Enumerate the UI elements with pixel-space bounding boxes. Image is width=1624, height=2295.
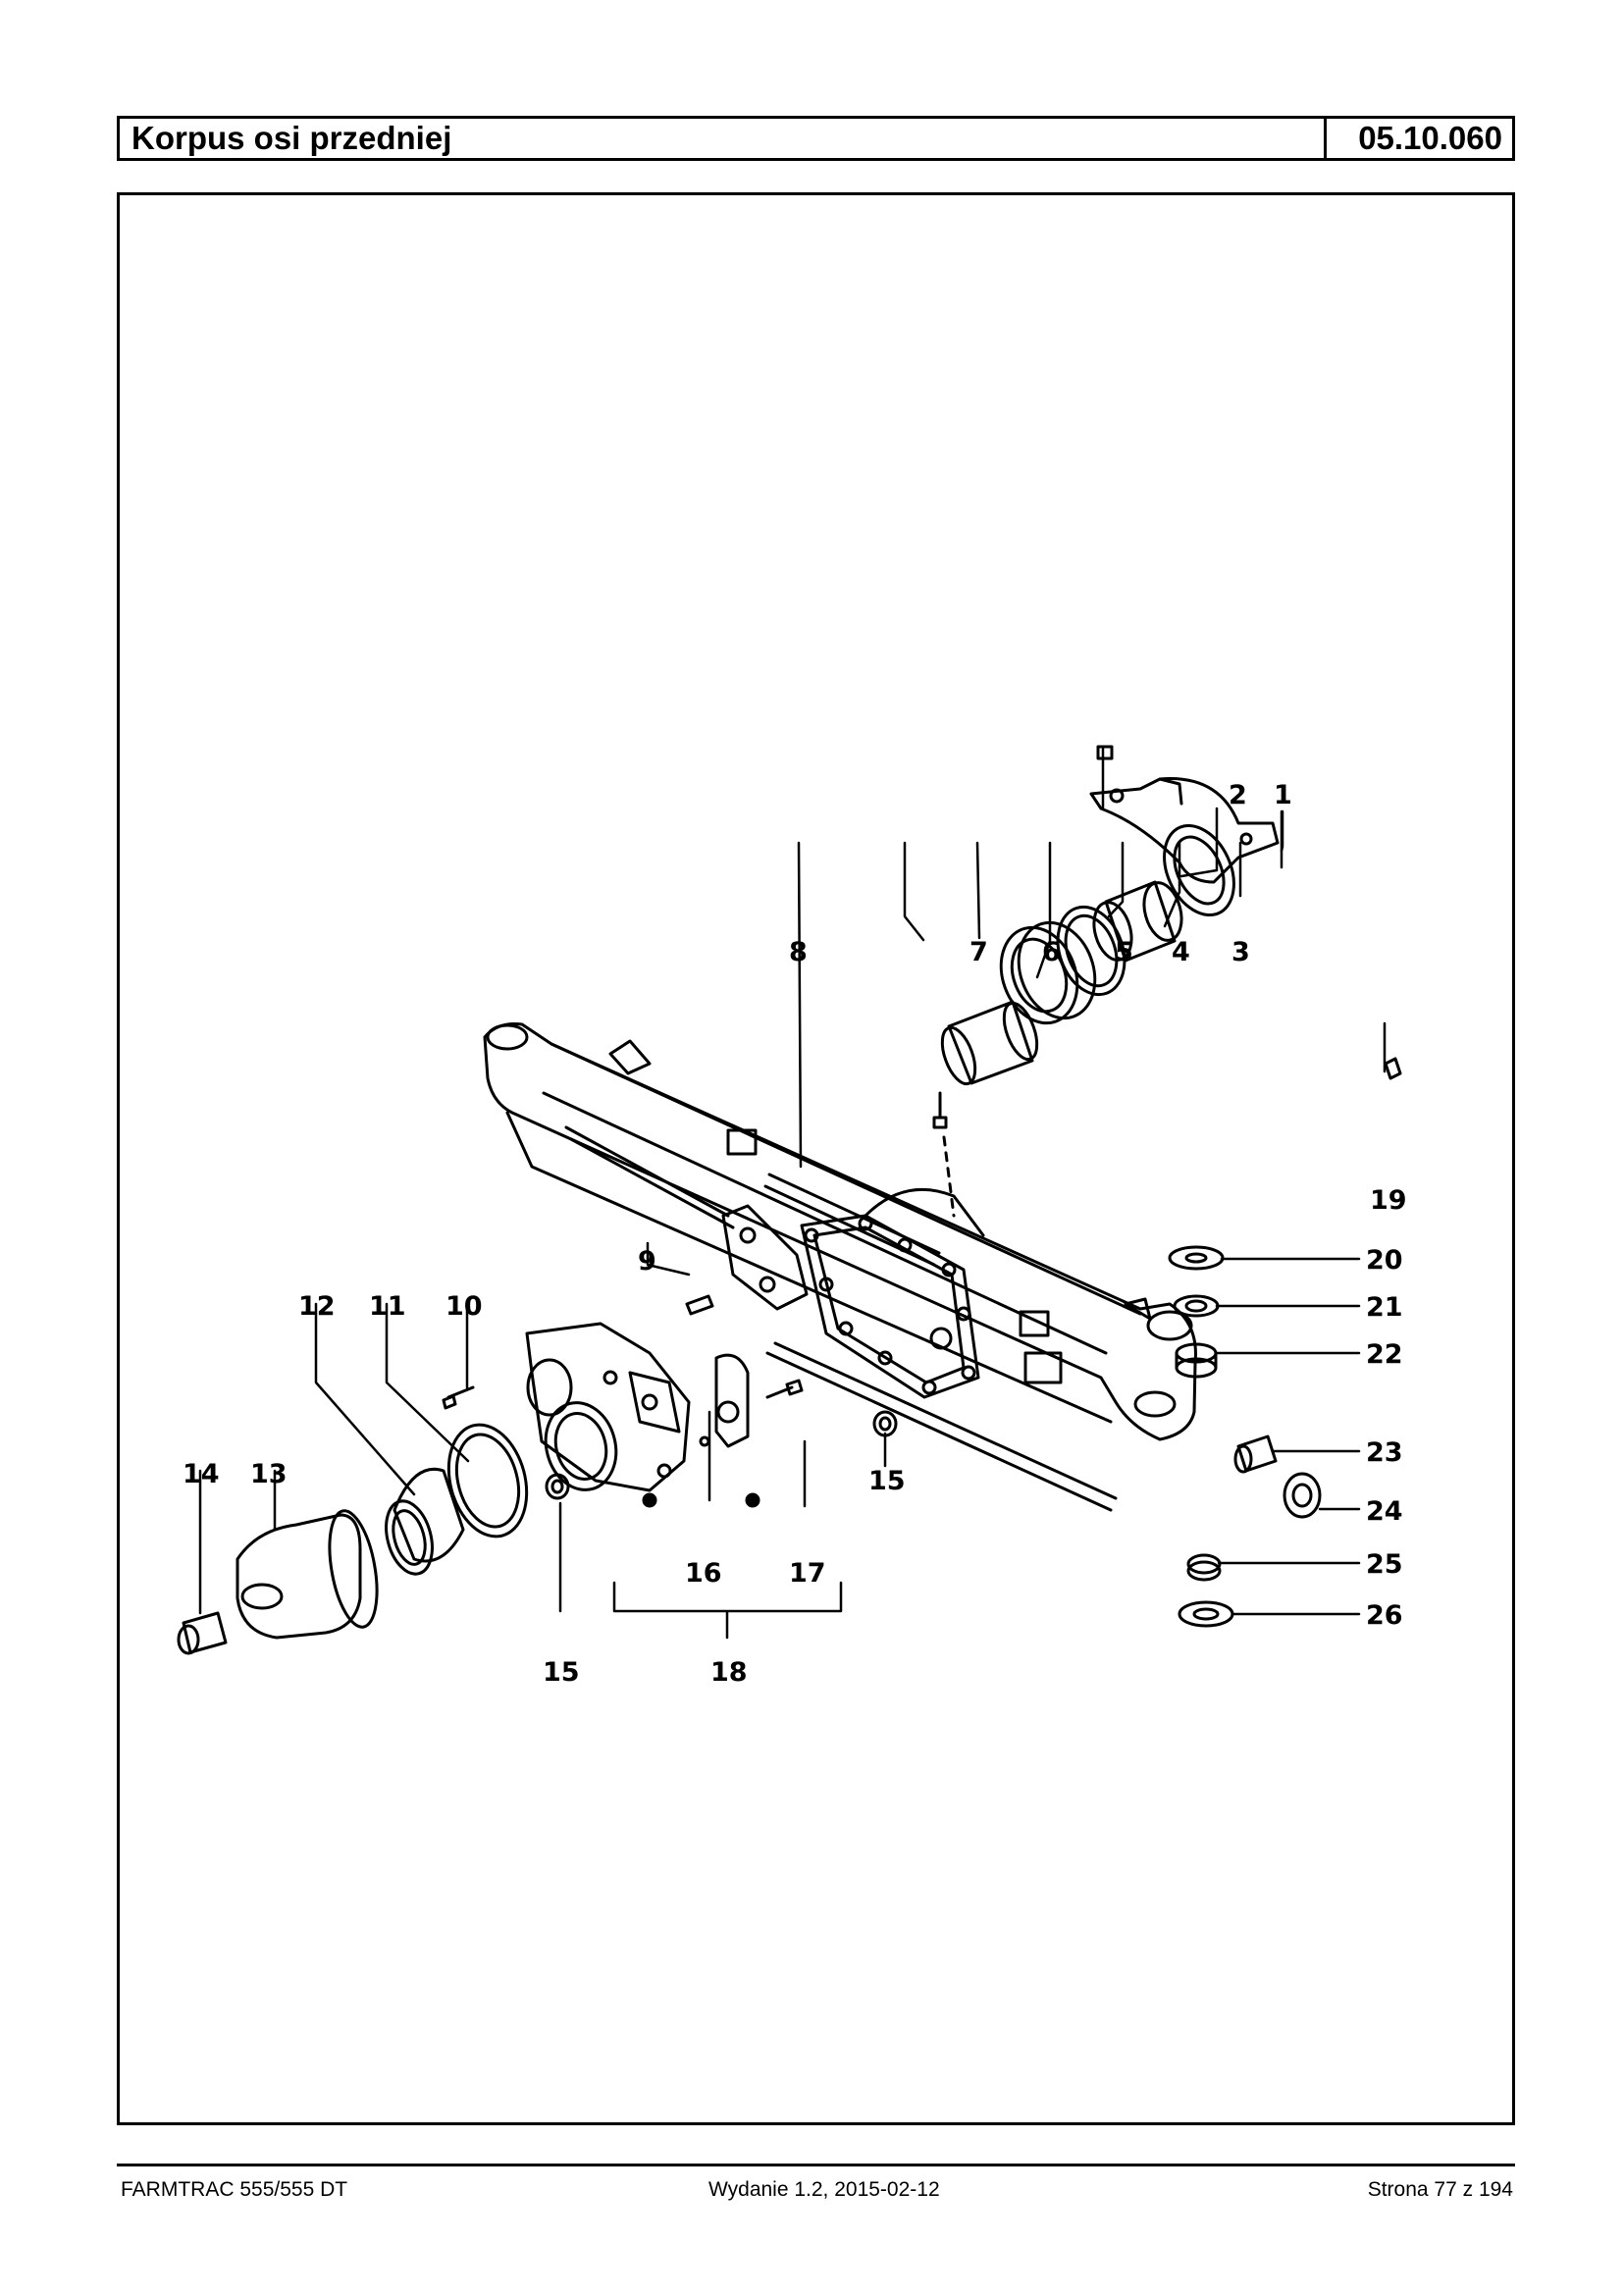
left-side-parts bbox=[177, 1294, 898, 1655]
right-side-parts bbox=[932, 745, 1402, 1218]
section-code: 05.10.060 bbox=[1324, 119, 1512, 158]
callout-1: 1 bbox=[1274, 780, 1292, 810]
callout-21: 21 bbox=[1366, 1292, 1403, 1323]
callout-16: 16 bbox=[685, 1558, 722, 1589]
callout-11: 11 bbox=[369, 1291, 406, 1322]
callout-18: 18 bbox=[710, 1657, 748, 1688]
callout-2: 2 bbox=[1229, 780, 1247, 810]
callout-22: 22 bbox=[1366, 1339, 1403, 1370]
axle-housing bbox=[483, 1022, 1197, 1512]
page-footer: FARMTRAC 555/555 DT Wydanie 1.2, 2015-02… bbox=[117, 2164, 1515, 2201]
callout-labels: 1 2 3 4 5 6 7 8 9 10 11 12 13 14 15 15 1… bbox=[183, 780, 1407, 1688]
callout-10: 10 bbox=[445, 1291, 483, 1322]
page-title: Korpus osi przedniej bbox=[131, 120, 452, 156]
callout-14: 14 bbox=[183, 1459, 220, 1489]
callout-4: 4 bbox=[1172, 937, 1190, 967]
callout-13: 13 bbox=[250, 1459, 288, 1489]
callout-7: 7 bbox=[969, 937, 988, 967]
footer-page-number: Strona 77 z 194 bbox=[1367, 2178, 1513, 2201]
diagram-frame: 1 2 3 4 5 6 7 8 9 10 11 12 13 14 15 15 1… bbox=[117, 192, 1515, 2125]
footer-edition: Wydanie 1.2, 2015-02-12 bbox=[708, 2178, 940, 2201]
callout-19: 19 bbox=[1370, 1185, 1407, 1216]
callout-20: 20 bbox=[1366, 1245, 1403, 1276]
callout-3: 3 bbox=[1231, 937, 1250, 967]
callout-6: 6 bbox=[1042, 937, 1061, 967]
callout-9: 9 bbox=[638, 1246, 656, 1277]
callout-24: 24 bbox=[1366, 1496, 1403, 1527]
callout-26: 26 bbox=[1366, 1600, 1403, 1631]
page-header: Korpus osi przedniej 05.10.060 bbox=[117, 116, 1515, 161]
callout-5: 5 bbox=[1115, 937, 1133, 967]
leader-lines bbox=[198, 747, 1387, 1640]
callout-25: 25 bbox=[1366, 1549, 1403, 1580]
callout-15-left: 15 bbox=[543, 1657, 580, 1688]
right-washers bbox=[1168, 1245, 1322, 1628]
callout-15-right: 15 bbox=[868, 1466, 906, 1496]
exploded-axle-diagram: 1 2 3 4 5 6 7 8 9 10 11 12 13 14 15 15 1… bbox=[177, 745, 1407, 1688]
footer-model: FARMTRAC 555/555 DT bbox=[121, 2178, 348, 2201]
callout-23: 23 bbox=[1366, 1437, 1403, 1468]
callout-8: 8 bbox=[789, 937, 808, 967]
callout-12: 12 bbox=[298, 1291, 336, 1322]
callout-17: 17 bbox=[789, 1558, 826, 1589]
